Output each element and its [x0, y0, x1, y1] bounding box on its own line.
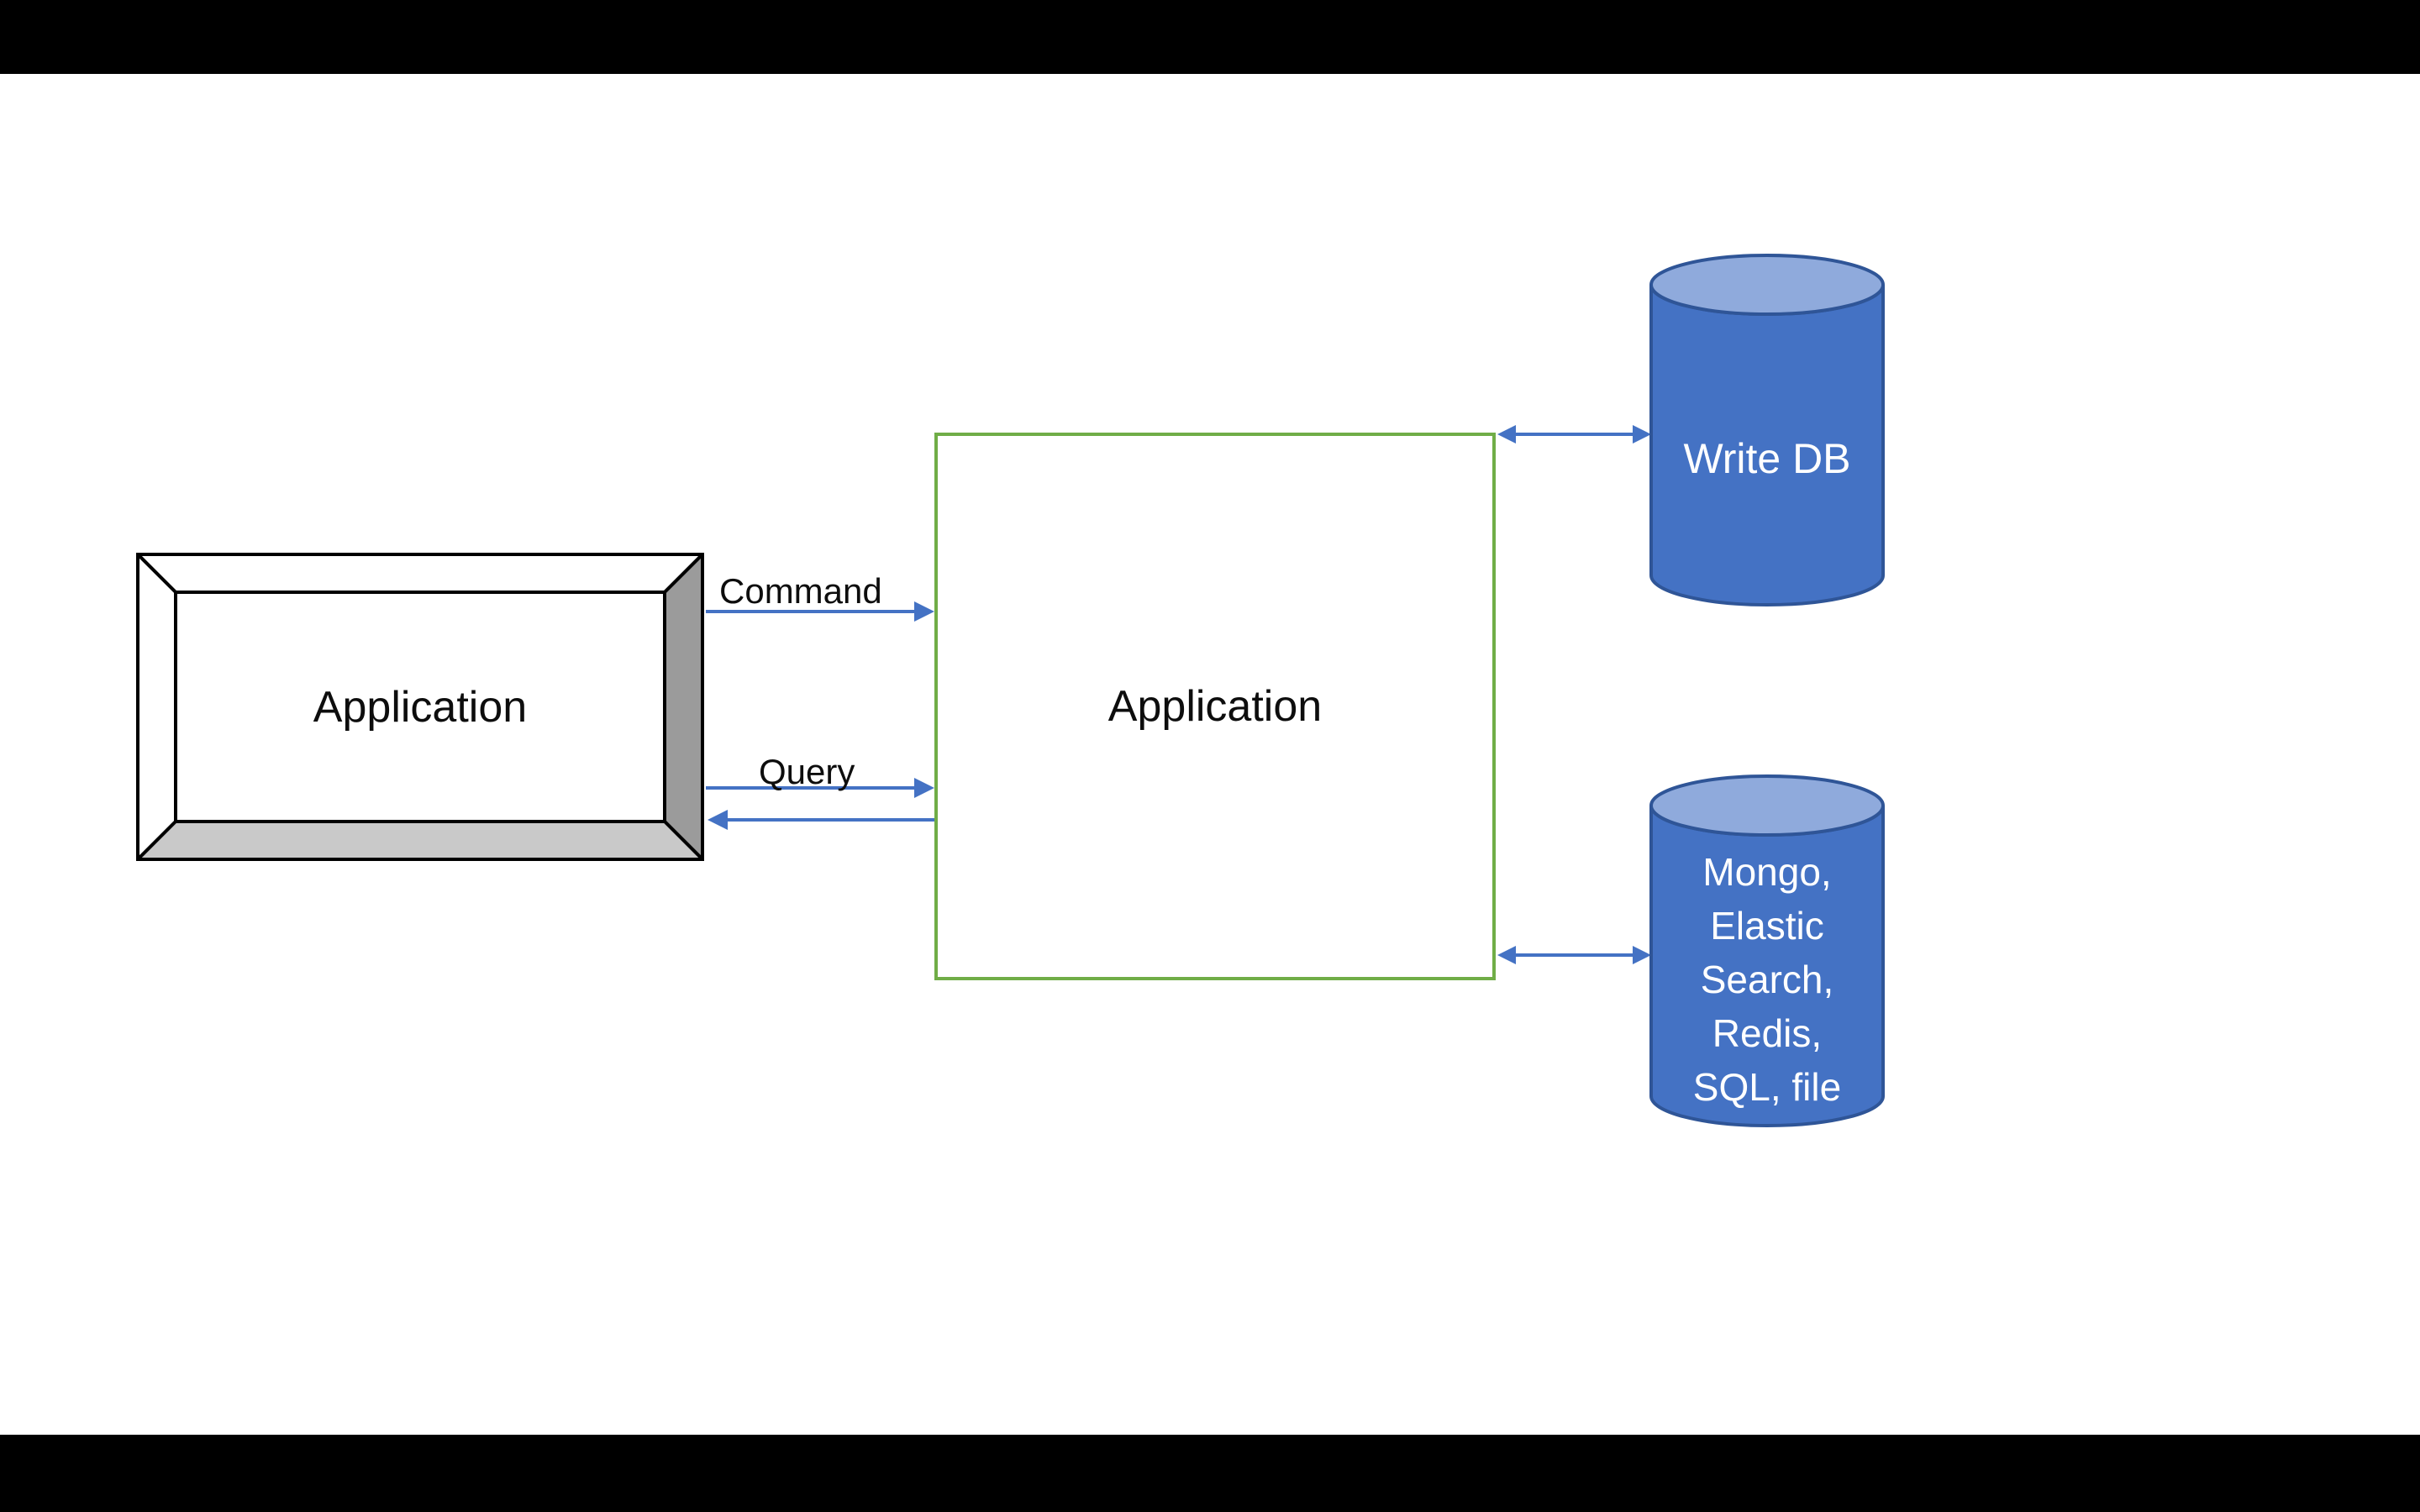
frame-inner-panel — [174, 591, 666, 823]
bevel-frame-shape — [136, 553, 704, 861]
cylinder-top — [1649, 774, 1885, 837]
command-arrow-label: Command — [719, 571, 882, 611]
query-arrow — [706, 778, 934, 798]
source-application-label: Application — [313, 682, 528, 732]
service-application-label: Application — [1107, 682, 1323, 731]
query-arrow-label: Query — [759, 752, 855, 791]
letterbox-top — [0, 0, 2420, 74]
read-db-arrow — [1497, 946, 1651, 964]
write-db-label: Write DB — [1683, 435, 1851, 482]
letterbox-bottom — [0, 1435, 2420, 1512]
frame-outer-border — [136, 553, 704, 861]
command-arrow — [706, 601, 934, 622]
query-return-arrow — [708, 810, 934, 830]
cylinder-top — [1649, 254, 1885, 316]
write-db-cylinder — [1649, 254, 1885, 606]
read-db-label: Mongo, Elastic Search, Redis, SQL, file — [1692, 850, 1842, 1109]
write-db-arrow — [1497, 425, 1651, 444]
service-application-box: Application — [934, 433, 1496, 980]
read-db-cylinder — [1649, 774, 1885, 1127]
